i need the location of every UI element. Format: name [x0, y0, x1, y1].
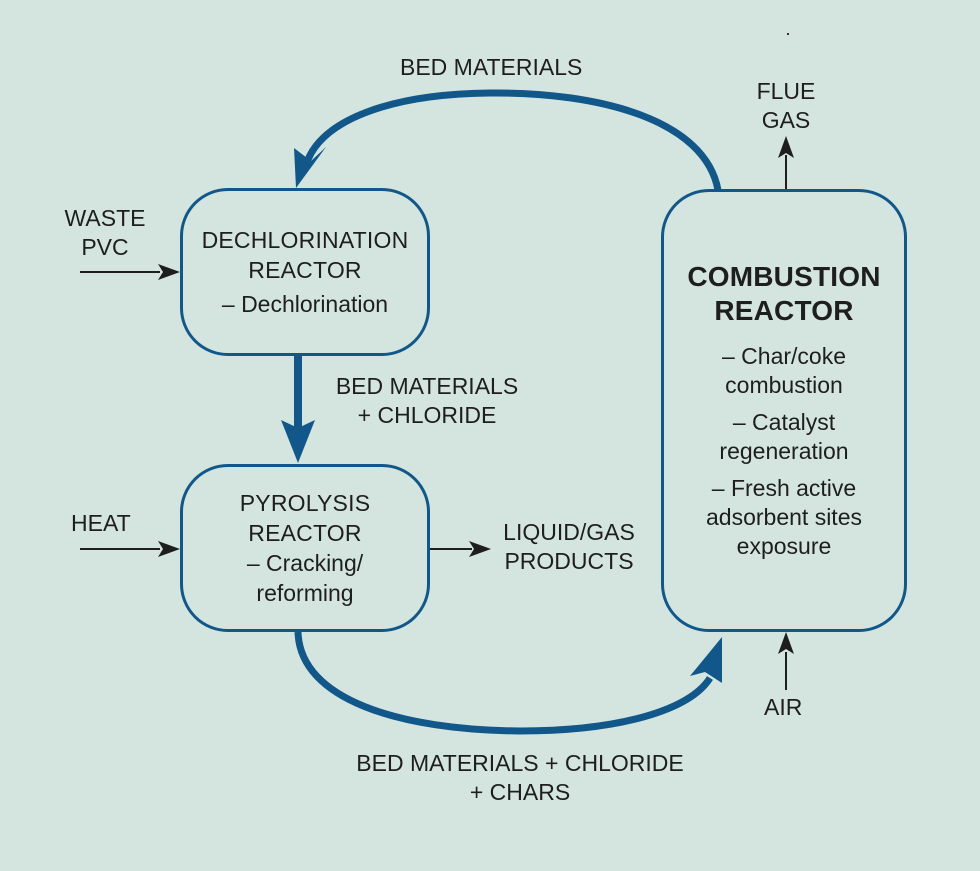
bed-chloride-chars-label: BED MATERIALS + CHLORIDE+ CHARS	[356, 750, 684, 805]
heat-label: HEAT	[71, 510, 131, 536]
bed-materials-return-arrowhead	[294, 147, 326, 188]
bed-chloride-chars-arrowhead	[690, 637, 722, 683]
air-label: AIR	[764, 694, 803, 720]
heat-arrowhead	[158, 541, 180, 557]
air-arrowhead	[778, 632, 794, 654]
flue-gas-arrowhead	[778, 136, 794, 158]
waste-pvc-arrowhead	[158, 264, 180, 280]
bed-chloride-arrowhead	[281, 420, 315, 463]
stray-dot	[787, 33, 789, 35]
bed-chloride-label: BED MATERIALS+ CHLORIDE	[335, 373, 519, 428]
bed-materials-top-label: BED MATERIALS	[400, 54, 583, 80]
bed-chloride-chars-arrow	[294, 631, 713, 735]
node-description: – Cracking/reforming	[246, 550, 364, 606]
bed-materials-return-arrow	[302, 89, 722, 191]
node-description: – Dechlorination	[221, 291, 389, 317]
products-arrowhead	[469, 541, 491, 557]
